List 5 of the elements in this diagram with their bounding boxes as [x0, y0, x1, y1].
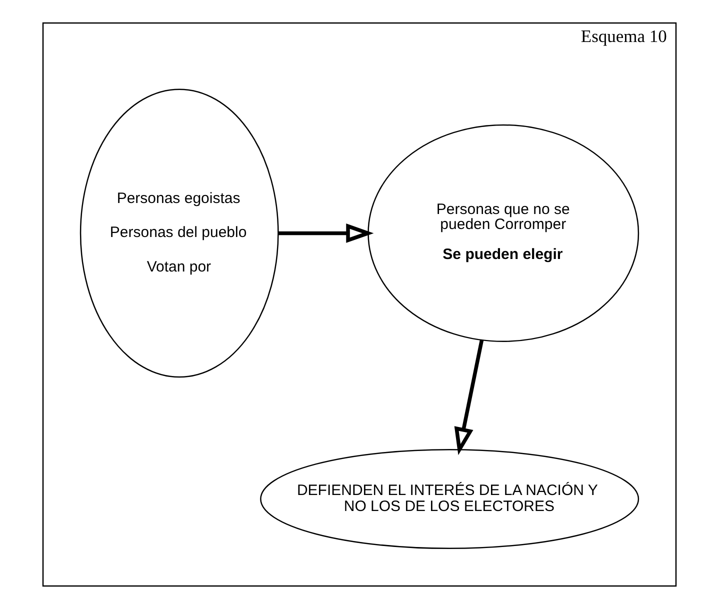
- arrow: [278, 224, 374, 243]
- node-ellipse: Personas egoistas Personas del pueblo Votan por: [80, 88, 279, 378]
- node-ellipse: DEFIENDEN EL INTERÉS DE LA NACIÓN Y NO LOS DE LOS ELECTORES: [260, 448, 640, 550]
- arrow: [454, 340, 484, 456]
- node-ellipse: Personas que no se pueden Corromper Se pueden elegir: [368, 124, 640, 342]
